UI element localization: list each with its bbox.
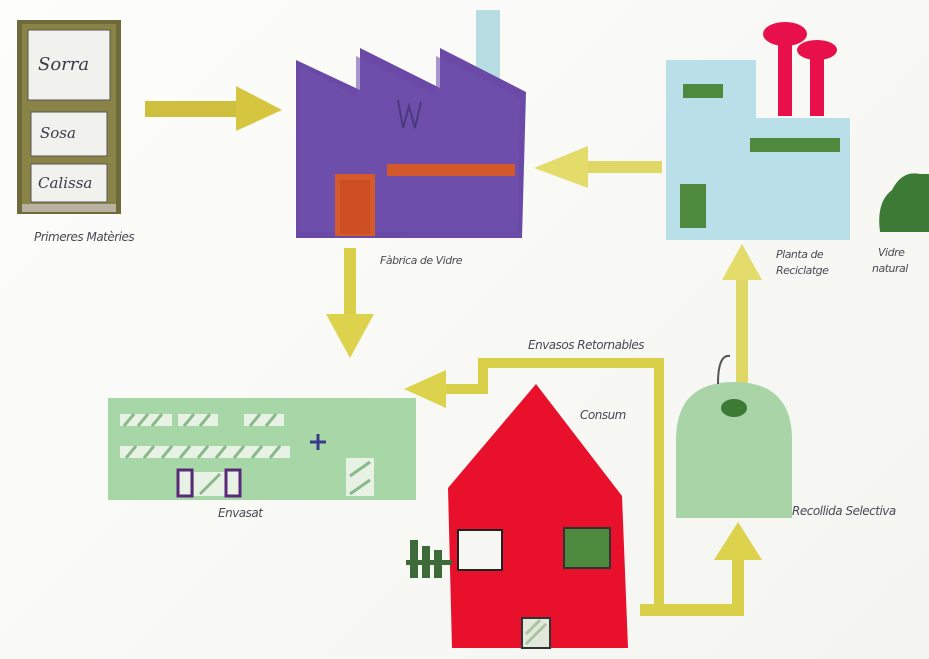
house	[448, 384, 628, 648]
raw-materials-caption: Primeres Matèries	[34, 230, 134, 244]
selective-collection-label: Recollida Selectiva	[792, 504, 896, 518]
arrow-factory-to-bottling	[326, 248, 374, 358]
raw-material-sand: Sorra	[38, 54, 89, 75]
recycling-container	[676, 356, 792, 518]
arrow-plant-to-factory	[534, 146, 662, 188]
tree	[879, 173, 929, 232]
recycling-plant-label-line1: Planta de	[776, 248, 823, 261]
fence	[406, 540, 452, 578]
glass-factory	[296, 10, 526, 238]
bottling-plant	[108, 398, 416, 500]
recycling-plant-label-line2: Reciclatge	[776, 264, 828, 277]
arrow-collection-to-plant	[722, 244, 762, 384]
glass-factory-label: Fàbrica de Vidre	[380, 254, 462, 267]
consumption-label: Consum	[580, 408, 626, 422]
raw-material-lime: Calissa	[38, 174, 92, 192]
reuse-label: Envasos Retornables	[528, 338, 644, 352]
natural-glass-label-line1: Vidre	[878, 246, 904, 259]
raw-material-soda: Sosa	[40, 124, 76, 142]
plant-chimneys	[763, 22, 837, 116]
natural-glass-label-line2: natural	[872, 262, 908, 275]
bottling-label: Envasat	[218, 506, 262, 520]
arrow-raw-to-factory	[145, 86, 282, 131]
